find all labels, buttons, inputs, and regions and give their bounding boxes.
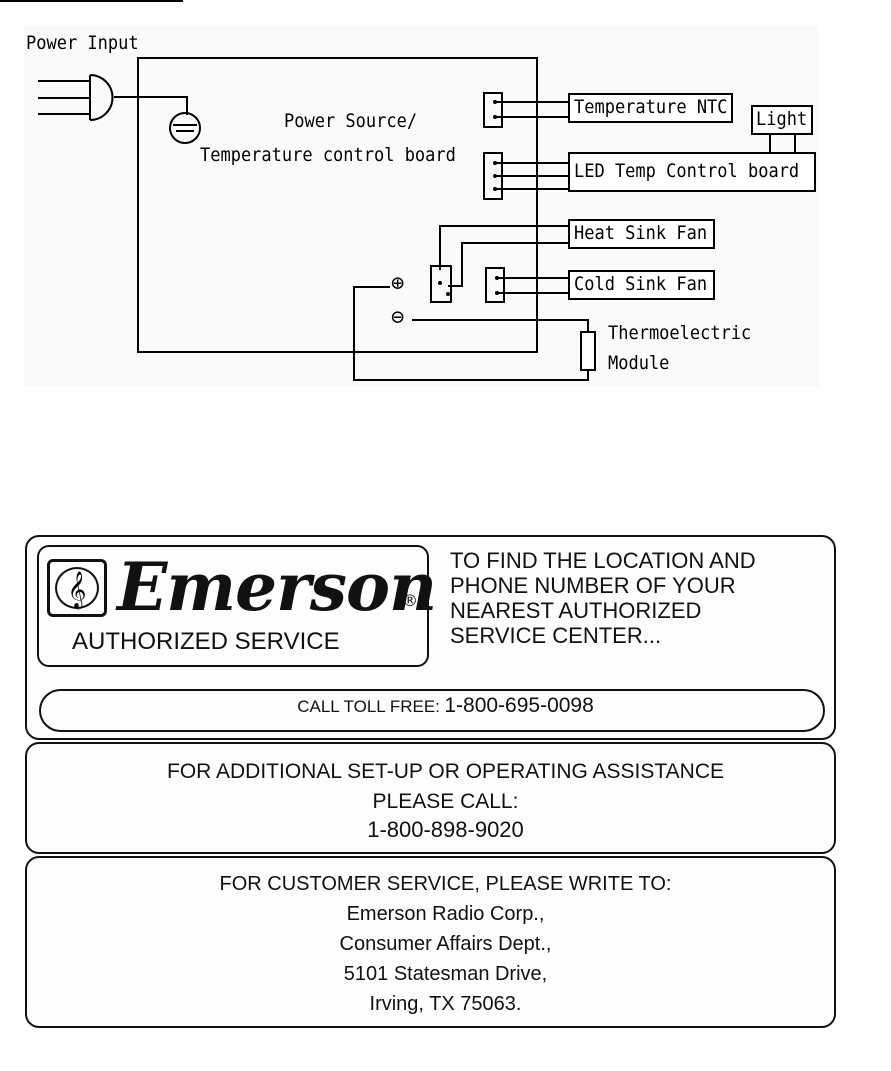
cold-sink-fan-label: Cold Sink Fan — [574, 273, 708, 296]
assistance-line1: FOR ADDITIONAL SET-UP OR OPERATING ASSIS… — [167, 760, 724, 783]
board-title-line1: Power Source/ — [284, 110, 418, 133]
power-plug-icon — [38, 74, 188, 121]
service-card-assistance-panel — [25, 742, 836, 854]
locate-line: PHONE NUMBER OF YOUR — [450, 573, 736, 598]
temperature-ntc-box — [568, 93, 733, 123]
address-line: Consumer Affairs Dept., — [339, 933, 552, 955]
power-input-label: Power Input — [26, 32, 139, 55]
locate-line: NEAREST AUTHORIZED — [450, 598, 702, 623]
toll-free-label: CALL TOLL FREE: — [297, 697, 440, 716]
registered-mark: ® — [402, 591, 418, 610]
treble-clef-icon: 𝄞 — [47, 559, 107, 617]
heat-sink-fan-wiring — [430, 225, 569, 303]
toll-free-pill — [39, 689, 825, 732]
service-card-top-panel — [25, 535, 836, 740]
address-line: 5101 Statesman Drive, — [343, 963, 548, 985]
authorized-service-label: AUTHORIZED SERVICE — [72, 628, 340, 655]
write-to-heading: FOR CUSTOMER SERVICE, PLEASE WRITE TO: — [219, 873, 672, 895]
locate-line: TO FIND THE LOCATION AND — [450, 548, 756, 573]
address-line: Emerson Radio Corp., — [346, 903, 545, 925]
locate-line: SERVICE CENTER... — [450, 623, 662, 648]
toll-free-line: CALL TOLL FREE: 1-800-695-0098 — [0, 694, 891, 718]
control-board-outline — [137, 57, 538, 353]
service-card-address-panel — [25, 856, 836, 1028]
header-rule — [0, 0, 183, 2]
heat-sink-fan-box — [568, 219, 715, 249]
assistance-phone: 1-800-898-9020 — [367, 817, 524, 842]
emerson-logo-box — [37, 545, 429, 667]
thermoelectric-label-line2: Module — [608, 352, 670, 375]
ground-icon — [169, 112, 201, 144]
cold-sink-fan-connector — [485, 267, 569, 303]
led-board-box — [568, 152, 816, 192]
cold-sink-fan-box — [568, 270, 715, 300]
led-board-label: LED Temp Control board — [574, 160, 800, 183]
led-board-connector — [483, 152, 569, 200]
assistance-line2: PLEASE CALL: — [372, 790, 519, 813]
wiring-diagram-canvas — [24, 25, 819, 387]
light-label: Light — [756, 108, 808, 131]
plus-terminal-icon: ⊕ — [391, 271, 405, 296]
ntc-connector — [483, 92, 569, 128]
wiring-diagram: Power Input Power Source/ Temperature co… — [0, 0, 891, 400]
thermoelectric-label-line1: Thermoelectric — [608, 322, 752, 345]
light-box — [751, 105, 813, 135]
heat-sink-fan-label: Heat Sink Fan — [574, 222, 708, 245]
temperature-ntc-label: Temperature NTC — [574, 96, 728, 119]
thermoelectric-wiring — [353, 286, 596, 381]
locate-service-text: TO FIND THE LOCATION AND PHONE NUMBER OF… — [450, 548, 756, 648]
diagram-background — [24, 25, 819, 387]
minus-terminal-icon: ⊖ — [391, 305, 405, 330]
emerson-brand: Emerson — [117, 548, 437, 626]
board-title-line2: Temperature control board — [200, 144, 456, 167]
toll-free-number: 1-800-695-0098 — [444, 694, 594, 717]
address-line: Irving, TX 75063. — [369, 993, 522, 1015]
